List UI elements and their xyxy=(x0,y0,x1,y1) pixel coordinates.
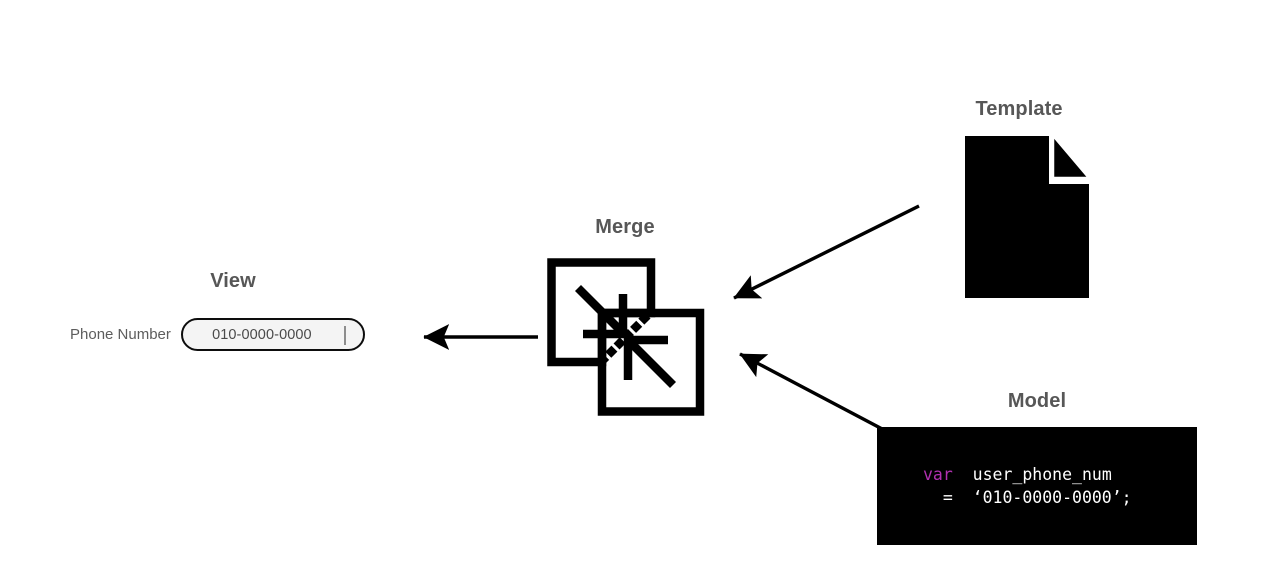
merge-node-title: Merge xyxy=(595,216,655,238)
merge-dotted-connector xyxy=(596,307,656,367)
arrow-template-to-merge xyxy=(733,204,920,300)
code-keyword-var: var xyxy=(923,465,953,484)
phone-number-label: Phone Number xyxy=(70,326,171,343)
phone-number-input-value: 010-0000-0000 xyxy=(212,326,312,343)
merge-arrow-up-left xyxy=(623,335,677,389)
model-code-block: var user_phone_num = ‘010-0000-0000’; xyxy=(877,427,1197,545)
code-line-1: var user_phone_num xyxy=(923,463,1197,486)
code-variable-name: user_phone_num xyxy=(952,465,1112,484)
merge-squares-icon xyxy=(547,258,705,416)
view-node-title: View xyxy=(210,270,256,292)
text-caret xyxy=(343,326,346,345)
document-page-icon xyxy=(965,134,1091,298)
model-node-title: Model xyxy=(1007,390,1067,412)
phone-number-input[interactable]: 010-0000-0000 xyxy=(180,318,365,351)
document-body xyxy=(965,136,1089,298)
template-node-title: Template xyxy=(975,98,1063,120)
code-line-2: = ‘010-0000-0000’; xyxy=(923,488,1132,507)
arrow-model-to-merge xyxy=(739,352,887,433)
view-node: Phone Number 010-0000-0000 xyxy=(70,318,365,351)
document-folded-corner xyxy=(1051,134,1091,180)
